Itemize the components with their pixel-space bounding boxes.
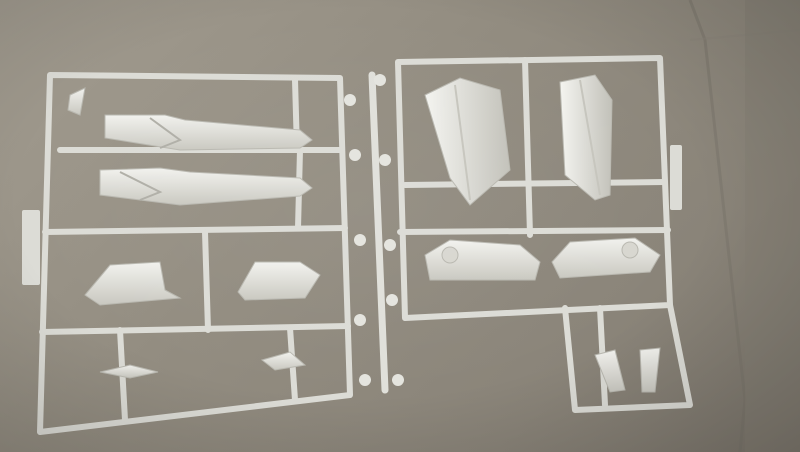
part-upper-cowl-2	[99, 167, 313, 206]
part-fairing-right	[559, 74, 613, 201]
part-side-panel-left	[84, 261, 182, 306]
part-small-fin-right	[260, 351, 307, 371]
part-upper-cowl-1	[104, 114, 313, 151]
part-lower-panel-right	[551, 237, 661, 279]
part-small-wing-left	[594, 349, 626, 393]
box-inner-fold-right	[688, 0, 747, 452]
right-sprue-tab	[670, 145, 682, 210]
left-sprue-tab	[22, 210, 40, 285]
runner-nubs	[344, 74, 404, 386]
part-side-panel-right	[237, 261, 321, 301]
part-fairing-left	[424, 77, 511, 206]
part-small-wing-right	[639, 347, 661, 393]
part-lower-panel-left	[424, 239, 541, 281]
center-runner	[368, 71, 389, 394]
part-small-fin-left	[99, 364, 159, 379]
part-corner-piece	[67, 87, 86, 116]
box-right-wall	[745, 0, 800, 452]
right-sprue-frame	[395, 55, 693, 413]
